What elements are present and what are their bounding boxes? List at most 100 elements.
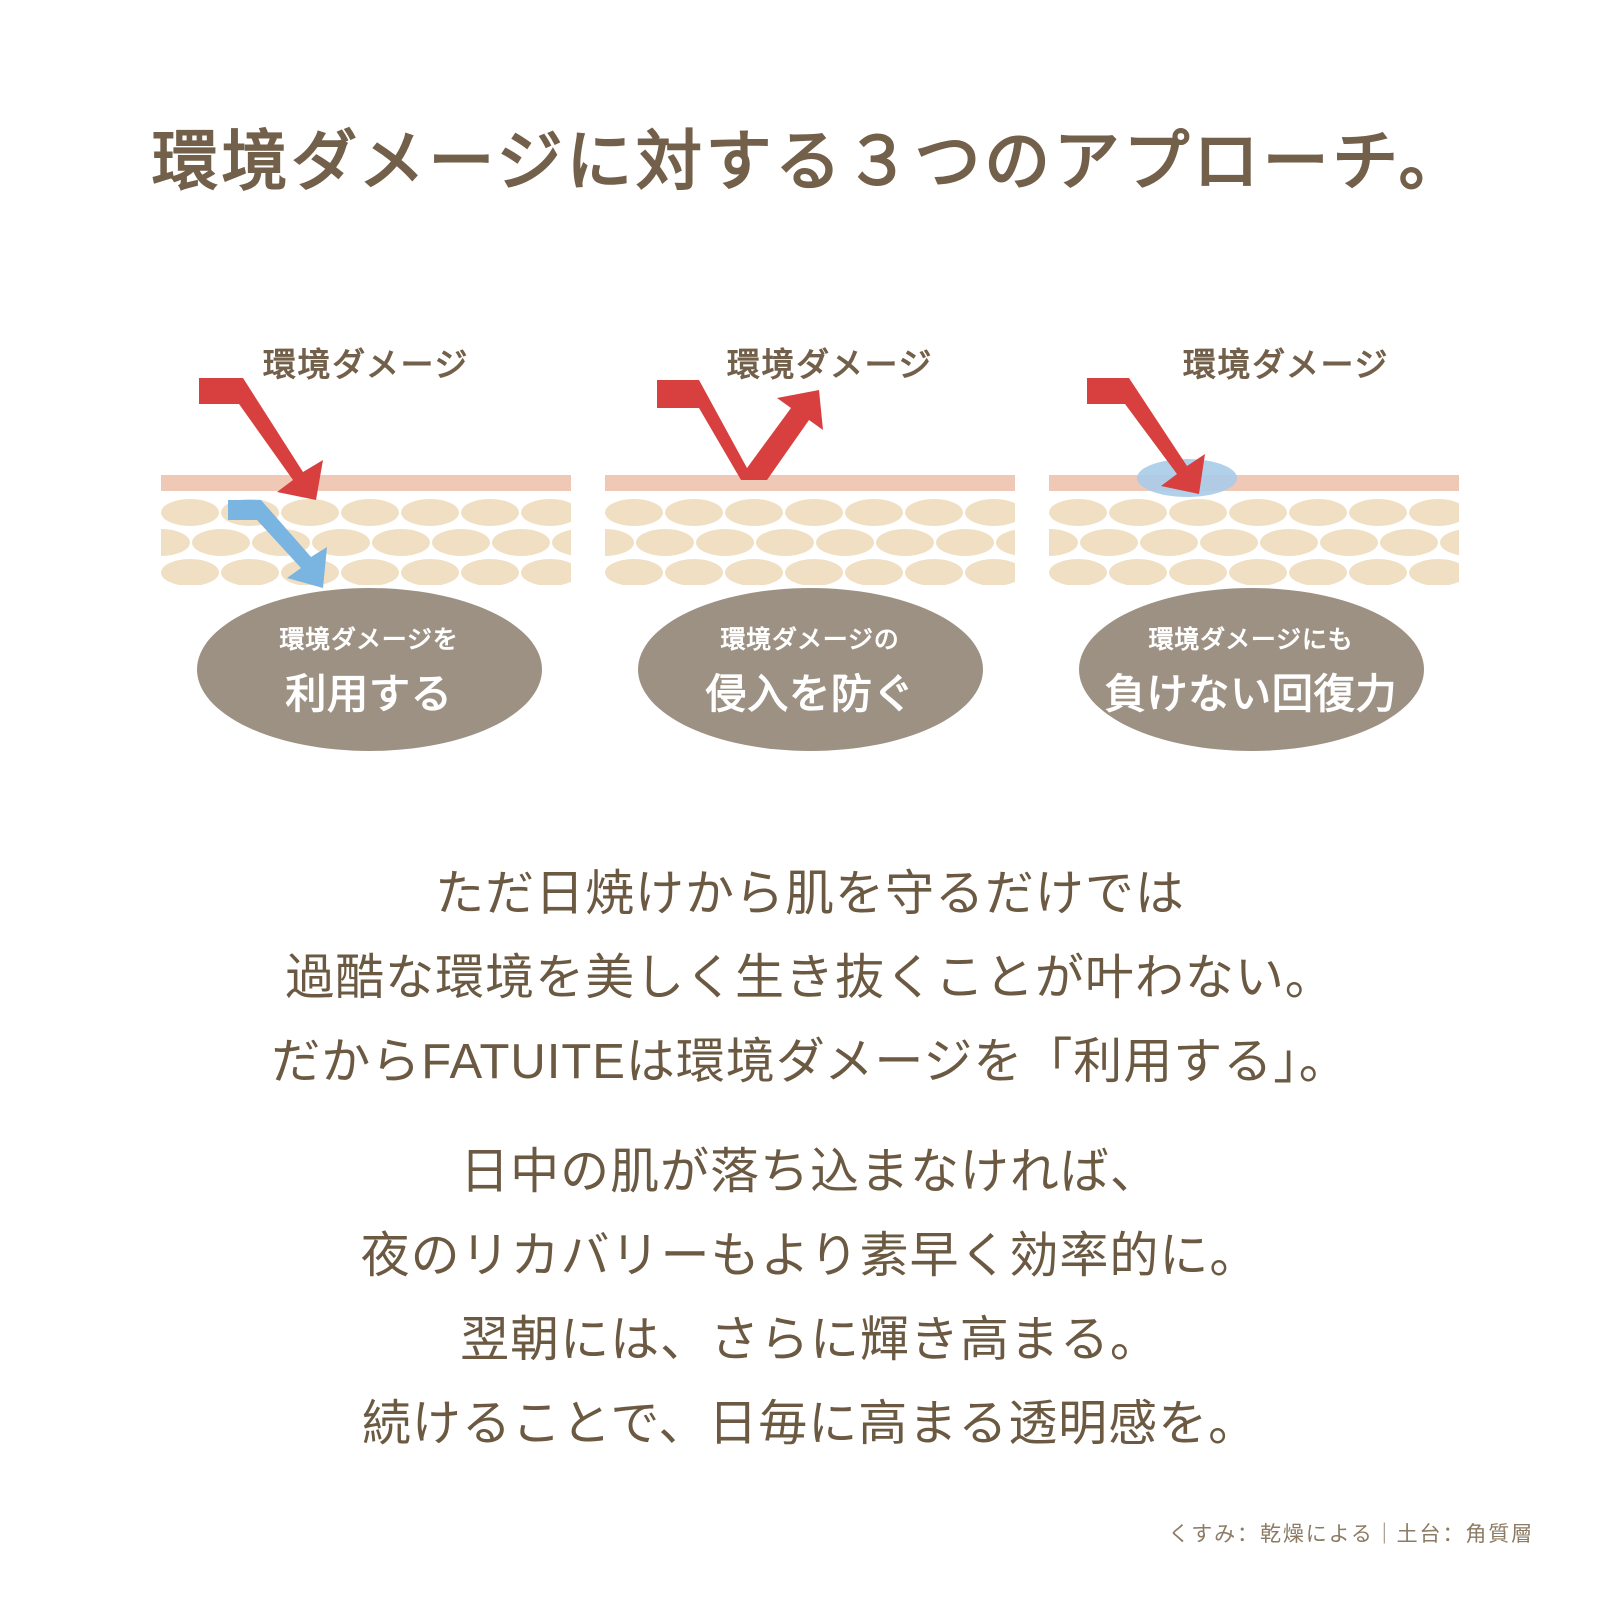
skin-cell (341, 499, 399, 526)
body-line: 日中の肌が落ち込まなければ、 (460, 1145, 1160, 1199)
cell-row (161, 499, 571, 529)
skin-cell (521, 499, 571, 526)
skin-cross-section-1 (161, 475, 571, 585)
skin-cell (552, 529, 571, 556)
skin-cell (432, 529, 490, 556)
skin-barrier-layer (161, 475, 571, 491)
approach-panels: 環境ダメージ (0, 320, 1620, 790)
cell-row (605, 499, 1015, 529)
skin-cell (1109, 499, 1167, 526)
skin-cell (461, 559, 519, 585)
cell-row (605, 529, 1015, 559)
skin-cell (965, 499, 1015, 526)
skin-cell (401, 499, 459, 526)
skin-cell (1320, 529, 1378, 556)
skin-cell (1049, 499, 1107, 526)
skin-cell (816, 529, 874, 556)
skin-cell (161, 499, 219, 526)
panel-3-caption: 環境ダメージ (1182, 346, 1390, 383)
panel-block-damage: 環境ダメージ (595, 320, 1025, 790)
skin-cell (461, 499, 519, 526)
body-line: 続けることで、日毎に高まる透明感を。 (361, 1397, 1259, 1451)
oval-3-subtitle: 環境ダメージにも (1148, 625, 1354, 654)
body-line: だからFATUITEは環境ダメージを「利用する」。 (271, 1035, 1349, 1089)
oval-1-subtitle: 環境ダメージを (279, 625, 459, 654)
skin-cross-section-3 (1049, 475, 1459, 585)
skin-cell (521, 559, 571, 585)
skin-cell (1260, 529, 1318, 556)
skin-cell (996, 529, 1015, 556)
skin-cell (605, 499, 663, 526)
skin-cell (845, 559, 903, 585)
oval-label-use-damage: 環境ダメージを 利用する (196, 588, 542, 751)
skin-cell (1049, 529, 1078, 556)
body-line: ただ日焼けから肌を守るだけでは (435, 867, 1185, 921)
skin-cell (1200, 529, 1258, 556)
skin-cell (636, 529, 694, 556)
skin-cell (312, 529, 370, 556)
cell-row (1049, 559, 1459, 585)
skin-cell (605, 529, 634, 556)
skin-cell (221, 559, 279, 585)
skin-cell (845, 499, 903, 526)
skin-cell (665, 559, 723, 585)
skin-cell (1049, 559, 1107, 585)
skin-cell (1289, 559, 1347, 585)
skin-cell (1289, 499, 1347, 526)
cell-row (1049, 499, 1459, 529)
skin-cell-grid (1049, 499, 1459, 585)
skin-cell (1409, 559, 1459, 585)
skin-barrier-layer (605, 475, 1015, 491)
skin-cell (1349, 559, 1407, 585)
skin-cell (756, 529, 814, 556)
skin-cell (696, 529, 754, 556)
skin-cell (905, 559, 963, 585)
skin-cell (905, 499, 963, 526)
skin-cell (192, 529, 250, 556)
skin-cell (1229, 559, 1287, 585)
skin-cell (785, 559, 843, 585)
skin-cell (1140, 529, 1198, 556)
oval-2-title: 侵入を防ぐ (705, 670, 915, 717)
skin-cell (281, 559, 339, 585)
skin-cell (785, 499, 843, 526)
skin-cell (1440, 529, 1459, 556)
body-line: 夜のリカバリーもより素早く効率的に。 (360, 1229, 1260, 1283)
oval-2-subtitle: 環境ダメージの (720, 625, 900, 654)
paragraph-2: 日中の肌が落ち込まなければ、 夜のリカバリーもより素早く効率的に。 翌朝には、さ… (0, 1130, 1620, 1466)
oval-3-title: 負けない回復力 (1104, 670, 1398, 717)
page-title: 環境ダメージに対する３つのアプローチ。 (151, 124, 1469, 198)
panel-use-damage: 環境ダメージ (151, 320, 581, 790)
skin-cell-grid (605, 499, 1015, 585)
skin-cell (1380, 529, 1438, 556)
skin-cell (161, 559, 219, 585)
skin-cell (221, 499, 279, 526)
body-line: 翌朝には、さらに輝き高まる。 (460, 1313, 1160, 1367)
oval-label-block-damage: 環境ダメージの 侵入を防ぐ (637, 588, 983, 751)
panel-2-caption: 環境ダメージ (726, 346, 934, 383)
skin-cell (281, 499, 339, 526)
cell-row (161, 529, 571, 559)
panel-1-caption: 環境ダメージ (262, 346, 470, 383)
skin-cell (1109, 559, 1167, 585)
cell-row (1049, 529, 1459, 559)
oval-label-recovery-power: 環境ダメージにも 負けない回復力 (1078, 588, 1424, 751)
skin-cell (605, 559, 663, 585)
skin-cell (492, 529, 550, 556)
skin-cell (725, 559, 783, 585)
footnote: くすみ：乾燥による｜土台：角質層 (1168, 1523, 1534, 1546)
skin-cross-section-2 (605, 475, 1015, 585)
cell-row (605, 559, 1015, 585)
skin-cell (161, 529, 190, 556)
skin-cell (965, 559, 1015, 585)
skin-cell (1169, 559, 1227, 585)
cell-row (161, 559, 571, 585)
skin-cell (725, 499, 783, 526)
skin-cell (372, 529, 430, 556)
oval-1-title: 利用する (285, 670, 453, 717)
panel-recovery-power: 環境ダメージ (1039, 320, 1469, 790)
approach-labels: 環境ダメージを 利用する 環境ダメージの 侵入を防ぐ 環境ダメージにも 負けない… (0, 588, 1620, 768)
skin-cell (1169, 499, 1227, 526)
skin-cell (1409, 499, 1459, 526)
